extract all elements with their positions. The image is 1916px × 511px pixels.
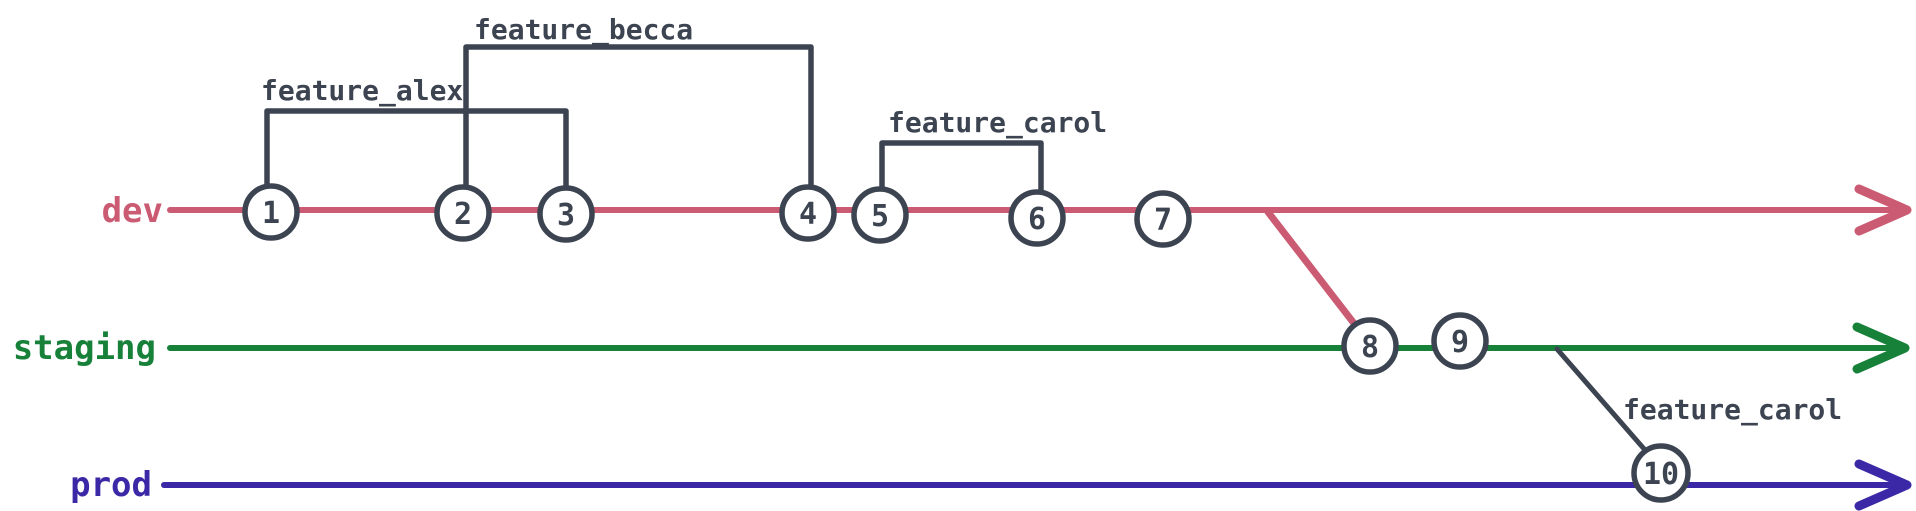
- feature-bracket-becca-path: [463, 44, 814, 191]
- merge-edge-dev-to-staging: [1264, 208, 1360, 330]
- commit-number-2: 2: [454, 197, 472, 232]
- branch-dev: dev: [102, 184, 1912, 236]
- arrowhead-dev-icon: [1854, 184, 1912, 236]
- commit-circle-9: [1431, 312, 1489, 370]
- commit-circle-4: [779, 184, 837, 242]
- commit-number-4: 4: [799, 197, 817, 232]
- arrowhead-prod-icon: [1854, 459, 1912, 511]
- commit-circle-5: [851, 186, 909, 244]
- feature-bracket-carol: feature_carol: [879, 106, 1107, 197]
- commit-node-3: 3: [537, 185, 595, 243]
- commit-circle-10: [1631, 443, 1691, 503]
- feature-label-carol-merge: feature_carol: [1623, 393, 1842, 426]
- commit-node-6: 6: [1008, 189, 1066, 247]
- feature-bracket-becca: feature_becca: [463, 13, 814, 191]
- commit-node-8: 8: [1341, 317, 1399, 375]
- commit-number-6: 6: [1028, 202, 1046, 237]
- commit-node-4: 4: [779, 184, 837, 242]
- commit-number-9: 9: [1451, 325, 1469, 360]
- branch-staging: staging: [13, 322, 1910, 374]
- commit-circle-8: [1341, 317, 1399, 375]
- commit-node-2: 2: [434, 184, 492, 242]
- commit-circle-3: [537, 185, 595, 243]
- commit-number-10: 10: [1643, 457, 1679, 492]
- branch-label-staging: staging: [13, 328, 156, 368]
- feature-label-carol: feature_carol: [888, 106, 1107, 139]
- commit-node-9: 9: [1431, 312, 1489, 370]
- feature-bracket-alex: feature_alex: [261, 74, 569, 193]
- commit-node-7: 7: [1134, 190, 1192, 248]
- commit-circle-7: [1134, 190, 1192, 248]
- feature-bracket-alex-path: [264, 108, 569, 193]
- merge-edge-staging-to-prod: [1554, 346, 1648, 453]
- commit-number-3: 3: [557, 198, 575, 233]
- commit-node-5: 5: [851, 186, 909, 244]
- feature-label-becca: feature_becca: [474, 13, 693, 46]
- commit-node-10: 10: [1631, 443, 1691, 503]
- commit-circle-2: [434, 184, 492, 242]
- feature-label-alex: feature_alex: [261, 74, 463, 107]
- commit-number-5: 5: [871, 199, 889, 234]
- commit-circle-1: [242, 183, 300, 241]
- arrowhead-staging-icon: [1852, 322, 1910, 374]
- feature-bracket-carol-path: [879, 140, 1044, 197]
- commit-number-7: 7: [1154, 203, 1172, 238]
- commit-node-1: 1: [242, 183, 300, 241]
- commit-circle-6: [1008, 189, 1066, 247]
- branch-label-dev: dev: [102, 191, 163, 231]
- commit-number-1: 1: [262, 196, 280, 231]
- commit-number-8: 8: [1361, 330, 1379, 365]
- branch-prod: prod: [70, 459, 1912, 511]
- branch-label-prod: prod: [70, 465, 152, 505]
